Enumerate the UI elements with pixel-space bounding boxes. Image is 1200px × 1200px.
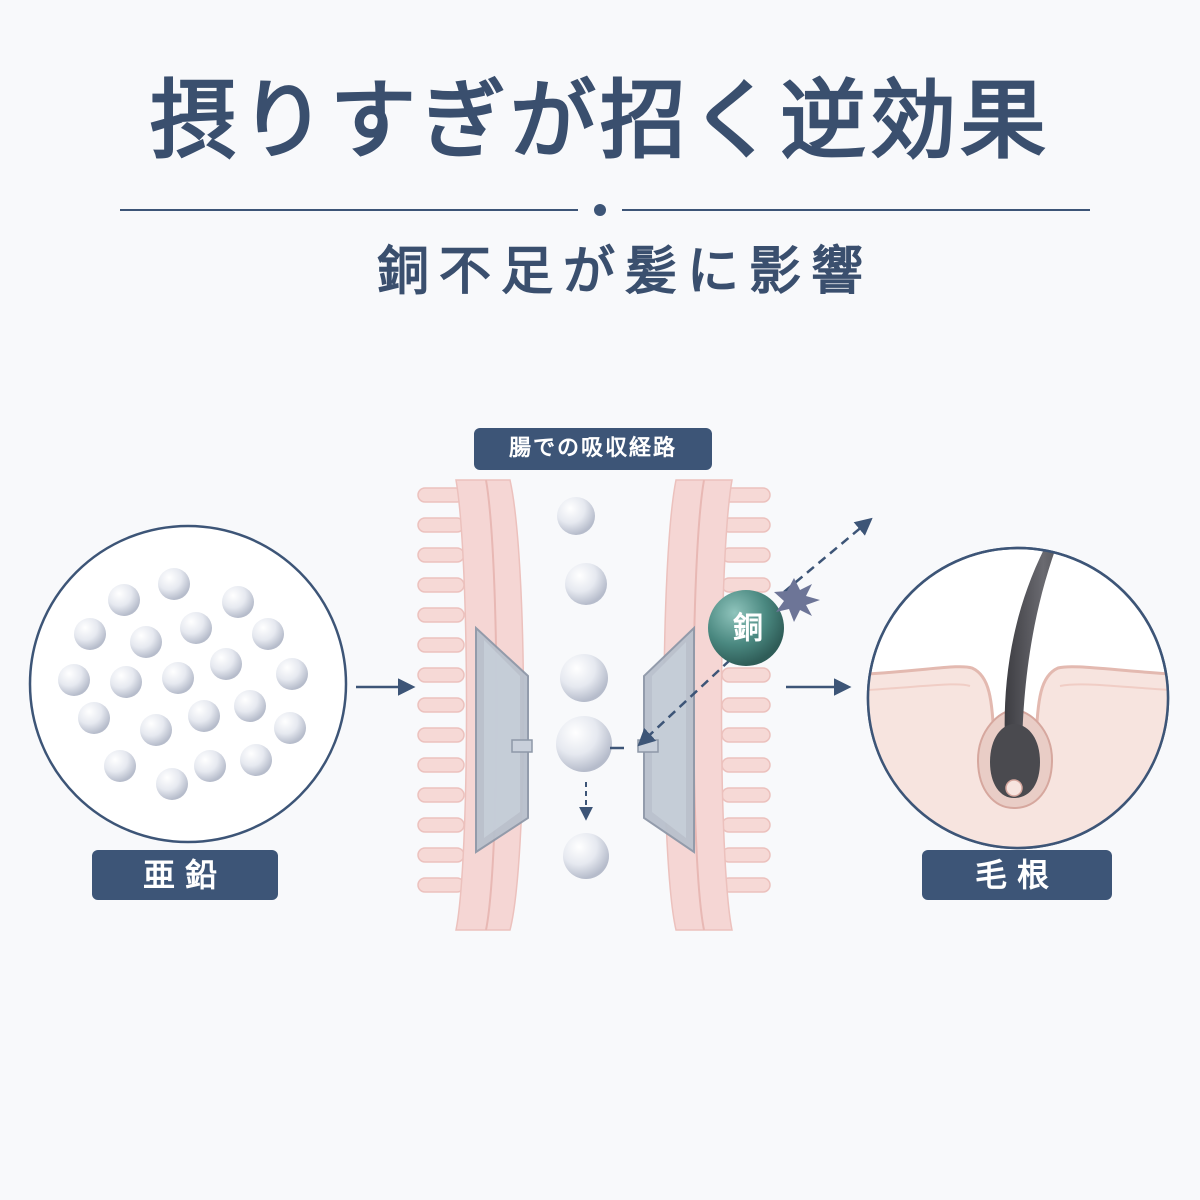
zinc-particles-icon xyxy=(28,524,348,844)
transporter-channel-icon xyxy=(637,625,695,854)
title-divider xyxy=(120,204,1090,216)
hair-root-label: 毛根 xyxy=(922,850,1112,900)
zinc-label: 亜鉛 xyxy=(92,850,278,900)
zinc-particles-icon xyxy=(556,497,612,879)
copper-ion-icon xyxy=(610,517,873,750)
collision-burst-icon xyxy=(774,578,820,622)
page-title: 摂りすぎが招く逆効果 xyxy=(150,71,1050,171)
absorption-route-label: 腸での吸収経路 xyxy=(474,428,712,470)
hair-follicle-icon xyxy=(866,546,1170,850)
copper-label: 銅 xyxy=(733,611,763,646)
transporter-channel-icon xyxy=(475,625,533,854)
page-subtitle: 銅不足が髪に影響 xyxy=(376,242,873,302)
